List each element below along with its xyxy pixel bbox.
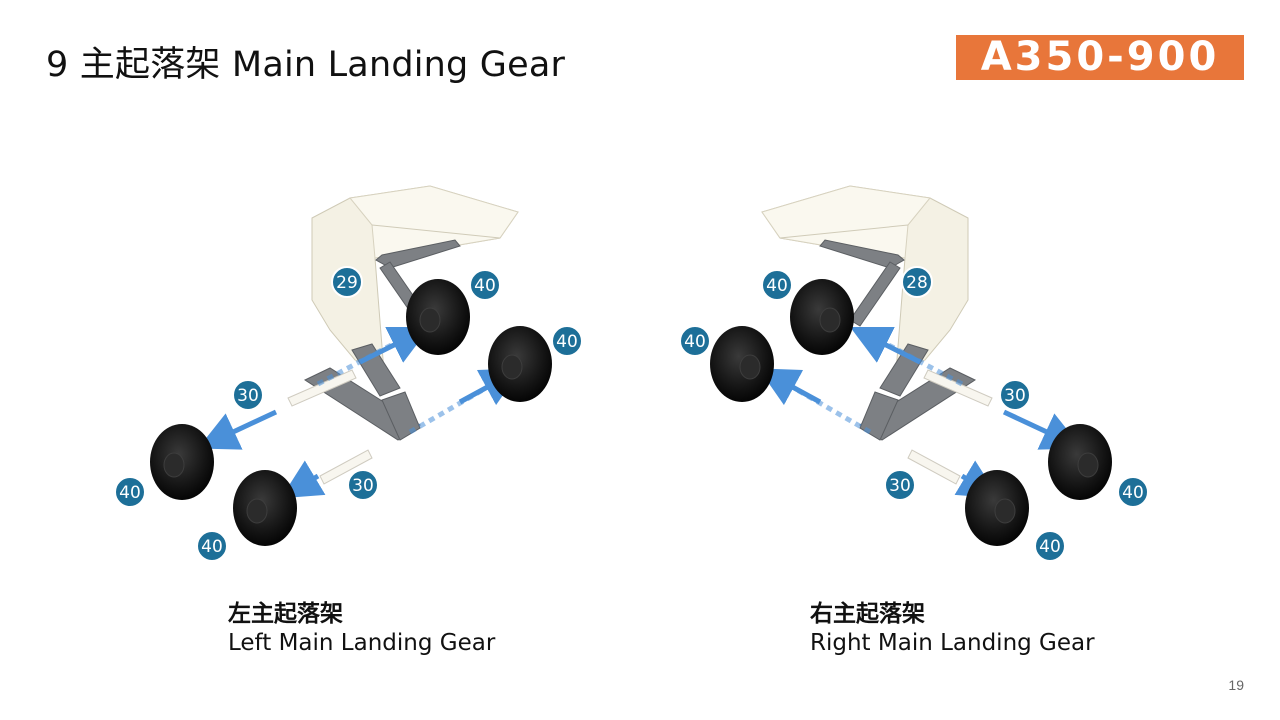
right-tag-wheel-upper-left: 40	[761, 269, 793, 301]
svg-text:40: 40	[1122, 483, 1144, 503]
right-gear-label-cn: 右主起落架	[810, 601, 925, 627]
model-badge: A350-900	[956, 35, 1244, 80]
left-tag-wheel-upper-left: 40	[469, 269, 501, 301]
svg-text:28: 28	[906, 273, 928, 293]
left-wheel-upper-left	[406, 279, 470, 355]
svg-text:40: 40	[119, 483, 141, 503]
left-tag-axle-bottom: 30	[347, 469, 379, 501]
right-wheel-upper-left	[790, 279, 854, 355]
right-tag-wheel-lower-right: 40	[1034, 530, 1066, 562]
left-wheel-lower-right	[233, 470, 297, 546]
right-tag-wheel-lower-left: 40	[1117, 476, 1149, 508]
left-gear-caption: 左主起落架 Left Main Landing Gear	[228, 600, 495, 658]
right-gear-group: 28 40 40 30 30 40 40	[679, 185, 1149, 562]
right-wheel-upper-right	[710, 326, 774, 402]
left-gear-group: 29 40 40 30 30 40 40	[114, 185, 583, 562]
left-tag-wheel-lower-left: 40	[114, 476, 146, 508]
left-gear-label-cn: 左主起落架	[228, 601, 343, 627]
right-wheel-lower-right	[965, 470, 1029, 546]
svg-text:40: 40	[474, 276, 496, 296]
right-tag-wheel-upper-right: 40	[679, 325, 711, 357]
right-axles	[907, 369, 993, 485]
right-wheel-lower-left	[1048, 424, 1112, 500]
left-tag-axle-top: 30	[232, 379, 264, 411]
svg-text:29: 29	[336, 273, 358, 293]
svg-text:40: 40	[201, 537, 223, 557]
page-title: 9 主起落架 Main Landing Gear	[46, 45, 566, 85]
right-bay-panel	[761, 185, 969, 373]
left-bay-panel	[311, 185, 519, 373]
svg-text:30: 30	[1004, 386, 1026, 406]
left-tag-wheel-lower-right: 40	[196, 530, 228, 562]
svg-text:30: 30	[352, 476, 374, 496]
svg-text:40: 40	[556, 332, 578, 352]
left-tag-wheel-upper-right: 40	[551, 325, 583, 357]
right-tag-axle-top: 30	[999, 379, 1031, 411]
svg-text:30: 30	[889, 476, 911, 496]
svg-text:40: 40	[684, 332, 706, 352]
left-wheel-lower-left	[150, 424, 214, 500]
right-tag-bay: 28	[901, 266, 933, 298]
svg-text:40: 40	[766, 276, 788, 296]
left-wheel-upper-right	[488, 326, 552, 402]
page-number: 19	[1228, 677, 1244, 693]
left-tag-bay: 29	[331, 266, 363, 298]
right-gear-label-en: Right Main Landing Gear	[810, 630, 1095, 656]
right-gear-caption: 右主起落架 Right Main Landing Gear	[810, 600, 1095, 658]
svg-text:30: 30	[237, 386, 259, 406]
svg-text:40: 40	[1039, 537, 1061, 557]
right-tag-axle-bottom: 30	[884, 469, 916, 501]
left-gear-label-en: Left Main Landing Gear	[228, 630, 496, 656]
